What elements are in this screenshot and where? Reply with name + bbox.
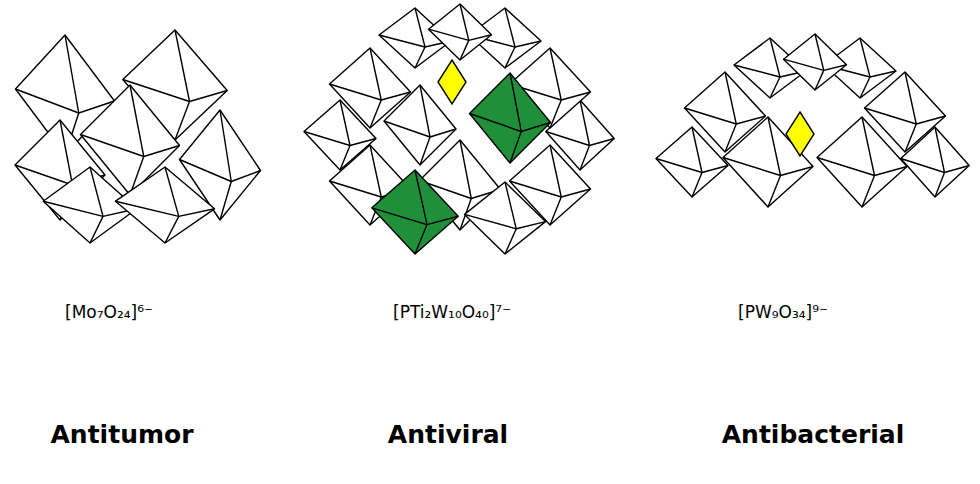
octahedron xyxy=(656,127,728,197)
octahedron xyxy=(901,127,969,197)
activity-label: Antibacterial xyxy=(722,420,905,450)
activity-label: Antitumor xyxy=(51,420,194,450)
keggin-cluster xyxy=(304,4,614,254)
octahedron xyxy=(429,4,492,60)
octahedron xyxy=(116,167,215,243)
phosphate-tetrahedron xyxy=(786,112,814,156)
titanium-octahedron xyxy=(470,73,551,163)
chemical-formula: [Mo₇O₂₄]⁶⁻ xyxy=(65,302,153,322)
octahedron xyxy=(384,85,456,165)
chemical-formula: [PW₉O₃₄]⁹⁻ xyxy=(738,302,828,322)
phosphate-tetrahedron xyxy=(438,60,466,104)
lacunary-keggin-cluster xyxy=(656,34,969,207)
octahedron xyxy=(817,117,907,207)
activity-label: Antiviral xyxy=(388,420,508,450)
chemical-formula: [PTi₂W₁₀O₄₀]⁷⁻ xyxy=(393,302,511,322)
heptamolybdate-cluster xyxy=(15,30,261,243)
octahedron xyxy=(465,182,546,254)
titanium-octahedron xyxy=(372,170,458,254)
octahedron xyxy=(784,34,847,90)
